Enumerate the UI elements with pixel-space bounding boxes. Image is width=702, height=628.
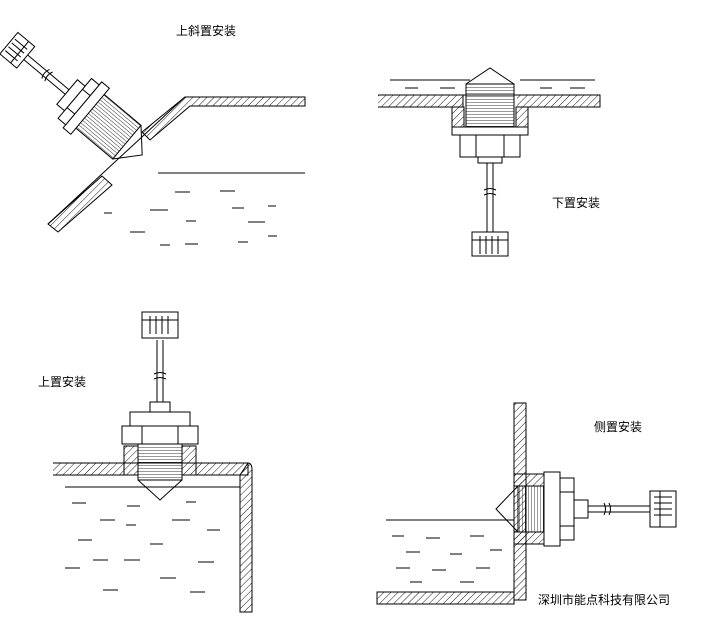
- bottom-mount: [378, 67, 601, 257]
- tilted-top-mount: [0, 31, 306, 246]
- label-side: 侧置安装: [594, 420, 643, 434]
- tilted-liquid-dashes: [104, 190, 277, 246]
- label-top: 上置安装: [38, 375, 87, 389]
- top-mount: [53, 311, 253, 613]
- side-mount: [376, 402, 677, 605]
- company-name: 深圳市能点科技有限公司: [538, 593, 671, 607]
- label-bottom: 下置安装: [552, 196, 601, 210]
- label-tilted-top: 上斜置安装: [176, 24, 237, 38]
